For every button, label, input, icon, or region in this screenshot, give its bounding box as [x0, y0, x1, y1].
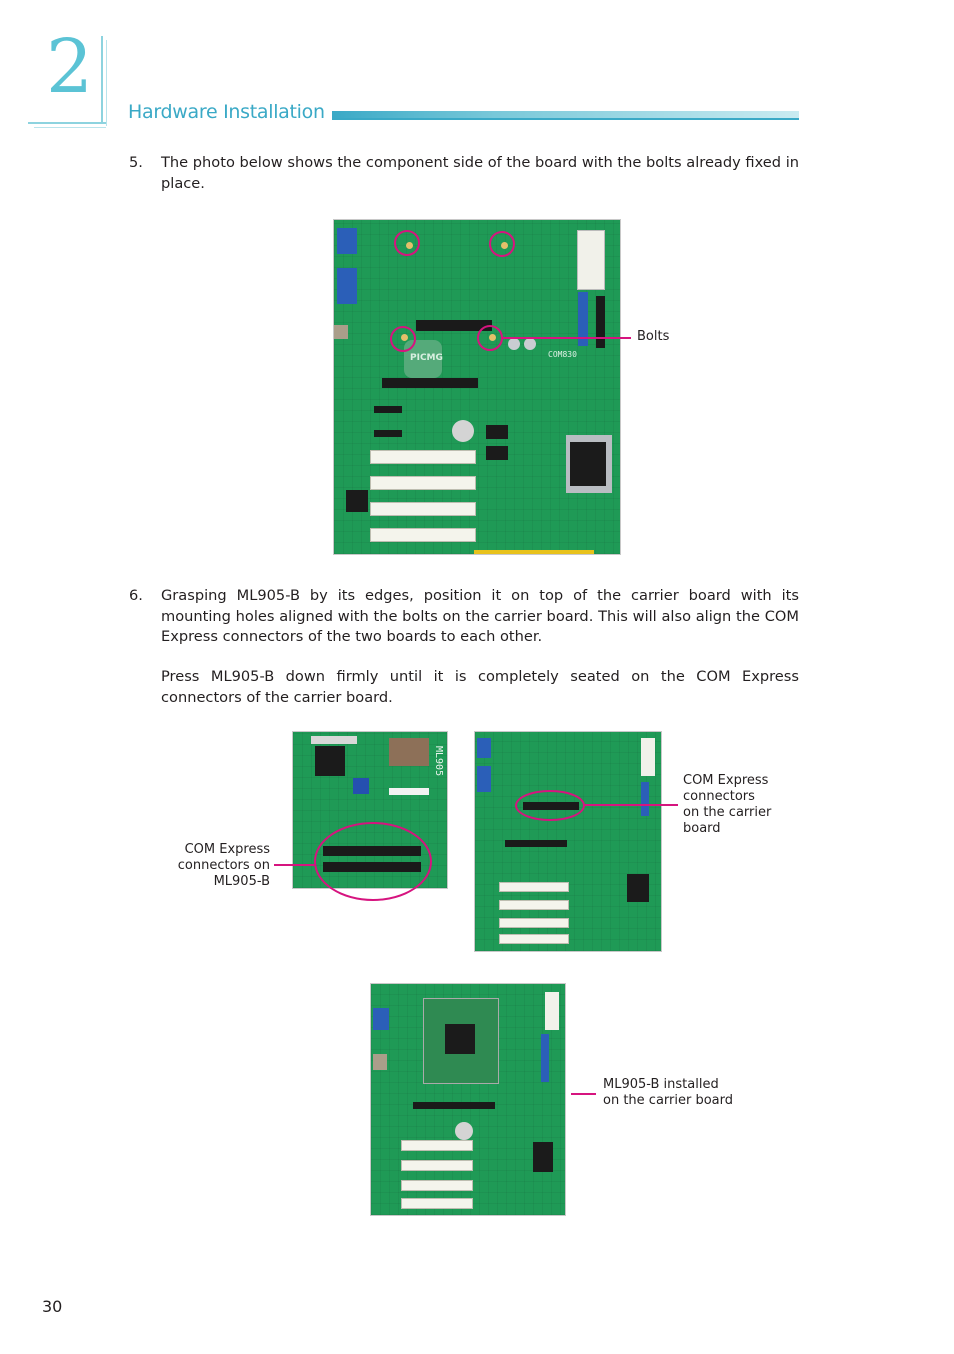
carrier-board-photo: PICMG COM830	[333, 219, 621, 555]
module-callout-line	[274, 864, 316, 866]
label-line: COM Express	[184, 842, 270, 857]
step-5-text: The photo below shows the component side…	[161, 154, 799, 192]
chapter-frame-line	[34, 127, 106, 128]
picmg-logo-text: PICMG	[410, 353, 443, 363]
installed-assembly-photo	[370, 983, 566, 1216]
bolt-highlight-ring	[390, 326, 416, 352]
label-line: board	[683, 821, 721, 836]
label-line: on the carrier	[683, 805, 772, 820]
carrier-callout-line	[584, 804, 678, 806]
step-5-number: 5.	[129, 154, 143, 171]
bolt-highlight-ring	[477, 325, 503, 351]
com-on-module-label: COM Express connectors on ML905-B	[150, 842, 270, 890]
bolt-highlight-ring	[489, 231, 515, 257]
installed-callout-line	[571, 1093, 596, 1095]
label-line: ML905-B	[213, 874, 270, 889]
installed-label: ML905-B installed on the carrier board	[603, 1077, 733, 1109]
bolts-label: Bolts	[637, 329, 670, 344]
com-silkscreen: COM830	[548, 350, 577, 359]
label-line: ML905-B installed	[603, 1077, 719, 1092]
com-on-carrier-label: COM Express connectors on the carrier bo…	[683, 773, 771, 837]
label-line: connectors on	[177, 858, 270, 873]
carrier-connectors-photo	[474, 731, 662, 952]
label-line: COM Express	[683, 773, 769, 788]
label-line: connectors	[683, 789, 755, 804]
chapter-frame-line	[28, 122, 106, 124]
module-connector-ring	[314, 822, 432, 901]
step-6-text: Grasping ML905-B by its edges, position …	[161, 587, 799, 645]
bolts-callout-line	[503, 337, 631, 339]
chapter-frame-line	[106, 40, 107, 126]
bolt-highlight-ring	[394, 230, 420, 256]
chapter-number: 2	[46, 24, 94, 110]
page-number: 30	[42, 1297, 63, 1316]
carrier-connector-ring	[515, 790, 585, 821]
module-silkscreen: ML905	[433, 746, 444, 777]
label-line: on the carrier board	[603, 1093, 733, 1108]
section-title: Hardware Installation	[128, 101, 325, 123]
step-6-number: 6.	[129, 587, 143, 604]
title-gradient-bar	[332, 111, 799, 119]
step-6-followup-text: Press ML905-B down firmly until it is co…	[161, 668, 799, 706]
chapter-frame-line	[101, 36, 103, 124]
title-underline	[332, 118, 799, 120]
